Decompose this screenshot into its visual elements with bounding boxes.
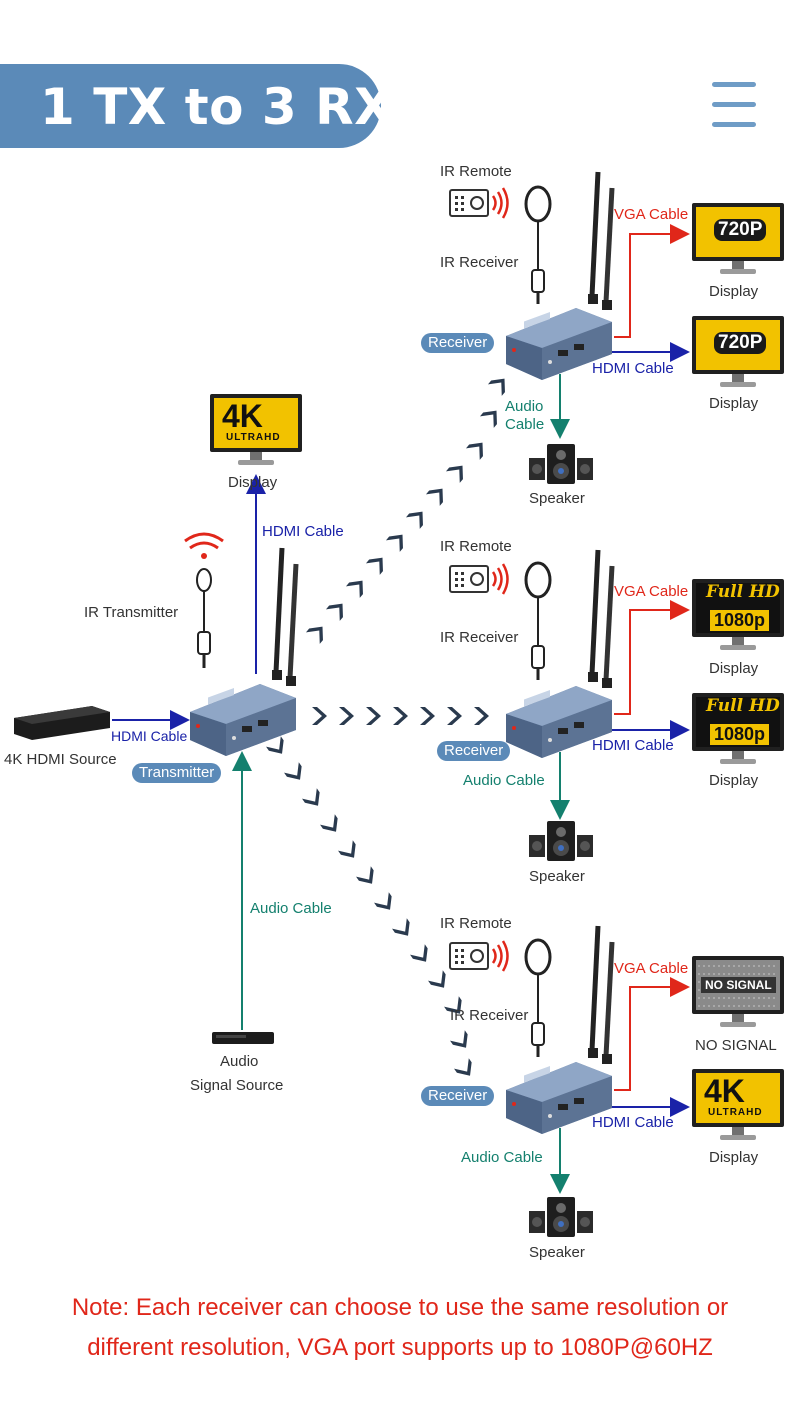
audio-source-icon [212,1032,274,1044]
source-label: 4K HDMI Source [4,751,117,768]
ir-receiver-3-icon [524,938,552,1059]
rx3-vga-display-label: NO SIGNAL [695,1037,777,1054]
speaker-2-icon [529,821,593,861]
wireless-link-receiver-1 [305,372,512,644]
rx1-speaker-label: Speaker [529,490,585,507]
audio-source-label-line2: Signal Source [190,1077,284,1094]
receiver-2-device-icon [506,550,612,758]
ir-receiver-1-icon [524,185,552,306]
badge-no-signal: NO SIGNAL [701,977,776,993]
page-title: 1 TX to 3 RX [40,78,394,136]
rx2-receiver-pill: Receiver [437,741,511,761]
ir-remote-3-icon [448,939,509,973]
rx1-ir-receiver-label: IR Receiver [440,254,519,271]
speaker-1-icon [529,444,593,484]
rx1-hdmi-cable-label: HDMI Cable [592,360,674,377]
badge-fullhd-hdmi: Full HD [706,696,780,716]
rx2-vga-display-label: Display [709,660,759,677]
display-badge-4k: 4K [222,398,263,434]
note-line-2: different resolution, VGA port supports … [87,1334,713,1361]
rx1-ir-remote-label: IR Remote [440,163,512,180]
wireless-link-receiver-2 [312,707,489,725]
rx1-audio-cable-label-line1: Audio [505,398,544,415]
transmitter-audio-cable-label: Audio Cable [250,900,332,917]
badge-1080p-hdmi: 1080p [710,724,770,745]
ir-transmitter-icon [184,532,224,668]
rx2-ir-receiver-label: IR Receiver [440,629,519,646]
rx1-audio-cable-label-line2: Cable [505,416,545,433]
rx3-vga-cable-label: VGA Cable [614,960,689,977]
rx3-speaker-label: Speaker [529,1244,585,1261]
rx3-hdmi-display-label: Display [709,1149,759,1166]
4k-hdmi-source-icon [14,706,110,740]
badge-ultrahd-rx3: ULTRAHD [708,1107,763,1118]
badge-fullhd-vga: Full HD [706,582,780,602]
ir-remote-1-icon [448,186,509,220]
transmitter-display-label: Display [228,474,278,491]
rx1-receiver-pill: Receiver [421,333,495,353]
note-line-1: Note: Each receiver can choose to use th… [71,1294,729,1321]
rx2-speaker-label: Speaker [529,868,585,885]
audio-source-label-line1: Audio [220,1053,259,1070]
rx3-hdmi-cable-label: HDMI Cable [592,1114,674,1131]
rx2-hdmi-cable-label: HDMI Cable [592,737,674,754]
rx1-vga-cable-label: VGA Cable [614,206,689,223]
display-badge-ultrahd: ULTRAHD [226,432,281,443]
rx3-audio-cable-label: Audio Cable [461,1149,543,1166]
rx2-ir-remote-label: IR Remote [440,538,512,555]
rx3-ir-receiver-label: IR Receiver [450,1007,529,1024]
speaker-3-icon [529,1197,593,1237]
receiver-3-device-icon [506,926,612,1134]
title-banner [0,64,381,148]
ir-receiver-2-icon [524,561,552,682]
badge-720p-vga: 720P [714,219,767,241]
ir-transmitter-label: IR Transmitter [84,604,179,621]
receiver-1-device-icon [506,172,612,380]
transmitter-pill: Transmitter [132,763,222,783]
rx3-receiver-pill: Receiver [421,1086,495,1106]
rx2-vga-cable-label: VGA Cable [614,583,689,600]
rx2-hdmi-display-label: Display [709,772,759,789]
rx2-audio-cable-label: Audio Cable [463,772,545,789]
ir-remote-2-icon [448,562,509,596]
badge-1080p-vga: 1080p [710,610,770,631]
rx3-ir-remote-label: IR Remote [440,915,512,932]
rx1-hdmi-display-label: Display [709,395,759,412]
hamburger-menu-icon[interactable] [712,82,760,134]
transmitter-display-cable-label: HDMI Cable [262,523,344,540]
rx1-vga-display-label: Display [709,283,759,300]
badge-4k-rx3: 4K [704,1073,745,1109]
source-cable-label: HDMI Cable [111,728,188,744]
badge-720p-hdmi: 720P [714,332,767,354]
